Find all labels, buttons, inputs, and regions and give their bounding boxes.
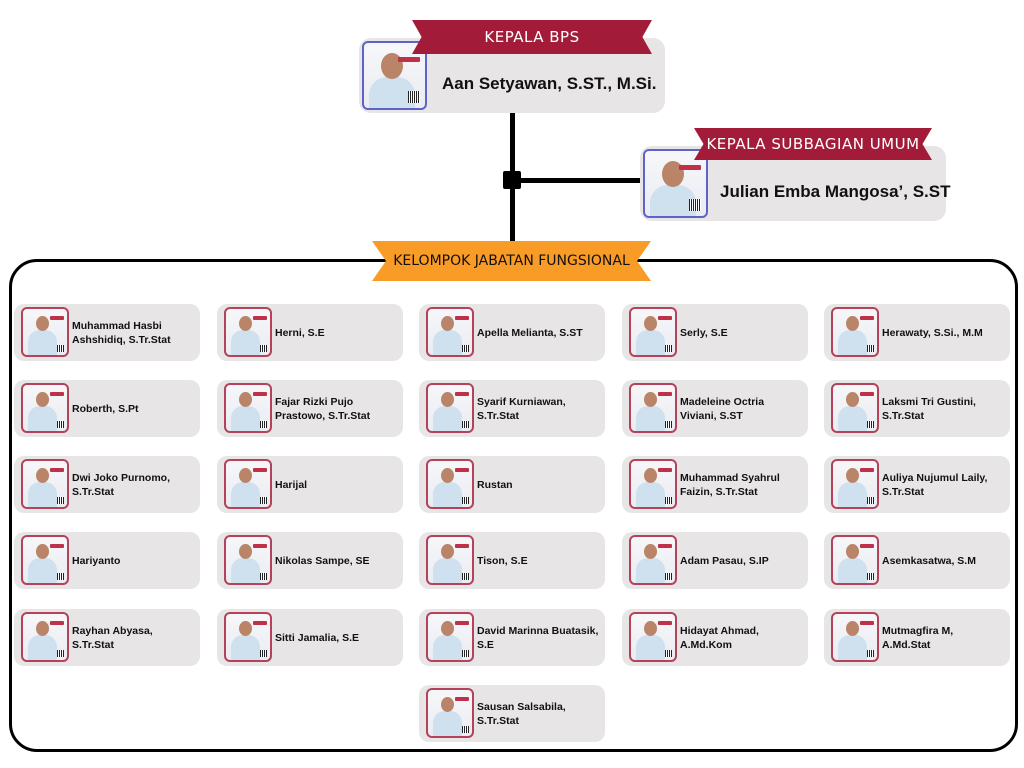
head-title-ribbon: KEPALA BPS	[412, 20, 652, 54]
member-name: Auliya Nujumul Laily, S.Tr.Stat	[882, 471, 988, 498]
member-name: Rustan	[477, 478, 513, 491]
member-photo	[426, 612, 474, 662]
member-photo	[21, 459, 69, 509]
member-card: Laksmi Tri Gustini, S.Tr.Stat	[824, 380, 1010, 437]
member-card: Apella Melianta, S.ST	[419, 304, 605, 361]
member-name: Herawaty, S.Si., M.M	[882, 326, 983, 339]
member-card: Herawaty, S.Si., M.M	[824, 304, 1010, 361]
member-name: Herni, S.E	[275, 326, 325, 339]
member-name: Madeleine Octria Viviani, S.ST	[680, 395, 765, 422]
member-photo	[21, 612, 69, 662]
functional-group-ribbon: KELOMPOK JABATAN FUNGSIONAL	[372, 241, 651, 281]
member-card: Serly, S.E	[622, 304, 808, 361]
member-card: Dwi Joko Purnomo, S.Tr.Stat	[14, 456, 200, 513]
member-card: Rayhan Abyasa, S.Tr.Stat	[14, 609, 200, 666]
subhead-photo	[643, 149, 708, 218]
head-name: Aan Setyawan, S.ST., M.Si.	[442, 74, 657, 93]
member-card: Sausan Salsabila, S.Tr.Stat	[419, 685, 605, 742]
member-photo	[831, 535, 879, 585]
member-photo	[629, 307, 677, 357]
member-photo	[831, 383, 879, 433]
member-card: Sitti Jamalia, S.E	[217, 609, 403, 666]
member-card: Auliya Nujumul Laily, S.Tr.Stat	[824, 456, 1010, 513]
member-card: Hariyanto	[14, 532, 200, 589]
member-photo	[224, 535, 272, 585]
subhead-name: Julian Emba Mangosa’, S.ST	[720, 182, 951, 201]
member-name: Asemkasatwa, S.M	[882, 554, 976, 567]
member-photo	[629, 383, 677, 433]
member-card: Muhammad Hasbi Ashshidiq, S.Tr.Stat	[14, 304, 200, 361]
member-photo	[629, 535, 677, 585]
member-name: Dwi Joko Purnomo, S.Tr.Stat	[72, 471, 171, 498]
member-card: Harijal	[217, 456, 403, 513]
member-name: Nikolas Sampe, SE	[275, 554, 370, 567]
member-name: Sausan Salsabila, S.Tr.Stat	[477, 700, 566, 727]
member-photo	[426, 688, 474, 738]
member-card: Fajar Rizki Pujo Prastowo, S.Tr.Stat	[217, 380, 403, 437]
member-card: Muhammad Syahrul Faizin, S.Tr.Stat	[622, 456, 808, 513]
member-card: Rustan	[419, 456, 605, 513]
member-name: Syarif Kurniawan, S.Tr.Stat	[477, 395, 566, 422]
member-photo	[831, 612, 879, 662]
member-card: Madeleine Octria Viviani, S.ST	[622, 380, 808, 437]
member-name: Adam Pasau, S.IP	[680, 554, 769, 567]
member-name: Tison, S.E	[477, 554, 528, 567]
member-name: Serly, S.E	[680, 326, 728, 339]
member-name: Hariyanto	[72, 554, 121, 567]
member-name: Muhammad Hasbi Ashshidiq, S.Tr.Stat	[72, 319, 171, 346]
member-card: Hidayat Ahmad, A.Md.Kom	[622, 609, 808, 666]
member-photo	[629, 612, 677, 662]
member-photo	[224, 459, 272, 509]
member-card: Nikolas Sampe, SE	[217, 532, 403, 589]
connector-horizontal	[512, 178, 644, 183]
member-photo	[224, 307, 272, 357]
member-card: Syarif Kurniawan, S.Tr.Stat	[419, 380, 605, 437]
member-photo	[21, 307, 69, 357]
member-name: David Marinna Buatasik, S.E	[477, 624, 599, 651]
member-name: Apella Melianta, S.ST	[477, 326, 583, 339]
subhead-title-ribbon: KEPALA SUBBAGIAN UMUM	[694, 128, 932, 160]
member-card: Adam Pasau, S.IP	[622, 532, 808, 589]
member-name: Hidayat Ahmad, A.Md.Kom	[680, 624, 759, 651]
member-photo	[224, 612, 272, 662]
member-name: Harijal	[275, 478, 308, 491]
member-photo	[426, 535, 474, 585]
member-name: Fajar Rizki Pujo Prastowo, S.Tr.Stat	[275, 395, 371, 422]
member-name: Sitti Jamalia, S.E	[275, 631, 360, 644]
member-photo	[831, 459, 879, 509]
member-card: Tison, S.E	[419, 532, 605, 589]
member-photo	[426, 459, 474, 509]
member-photo	[426, 383, 474, 433]
member-name: Roberth, S.Pt	[72, 402, 139, 415]
member-photo	[426, 307, 474, 357]
member-card: Herni, S.E	[217, 304, 403, 361]
member-name: Muhammad Syahrul Faizin, S.Tr.Stat	[680, 471, 780, 498]
member-name: Laksmi Tri Gustini, S.Tr.Stat	[882, 395, 976, 422]
member-photo	[629, 459, 677, 509]
member-photo	[831, 307, 879, 357]
member-card: David Marinna Buatasik, S.E	[419, 609, 605, 666]
member-name: Mutmagfira M, A.Md.Stat	[882, 624, 954, 651]
member-photo	[21, 535, 69, 585]
member-card: Asemkasatwa, S.M	[824, 532, 1010, 589]
member-photo	[224, 383, 272, 433]
connector-junction	[503, 171, 521, 189]
member-card: Roberth, S.Pt	[14, 380, 200, 437]
member-card: Mutmagfira M, A.Md.Stat	[824, 609, 1010, 666]
member-name: Rayhan Abyasa, S.Tr.Stat	[72, 624, 153, 651]
member-photo	[21, 383, 69, 433]
